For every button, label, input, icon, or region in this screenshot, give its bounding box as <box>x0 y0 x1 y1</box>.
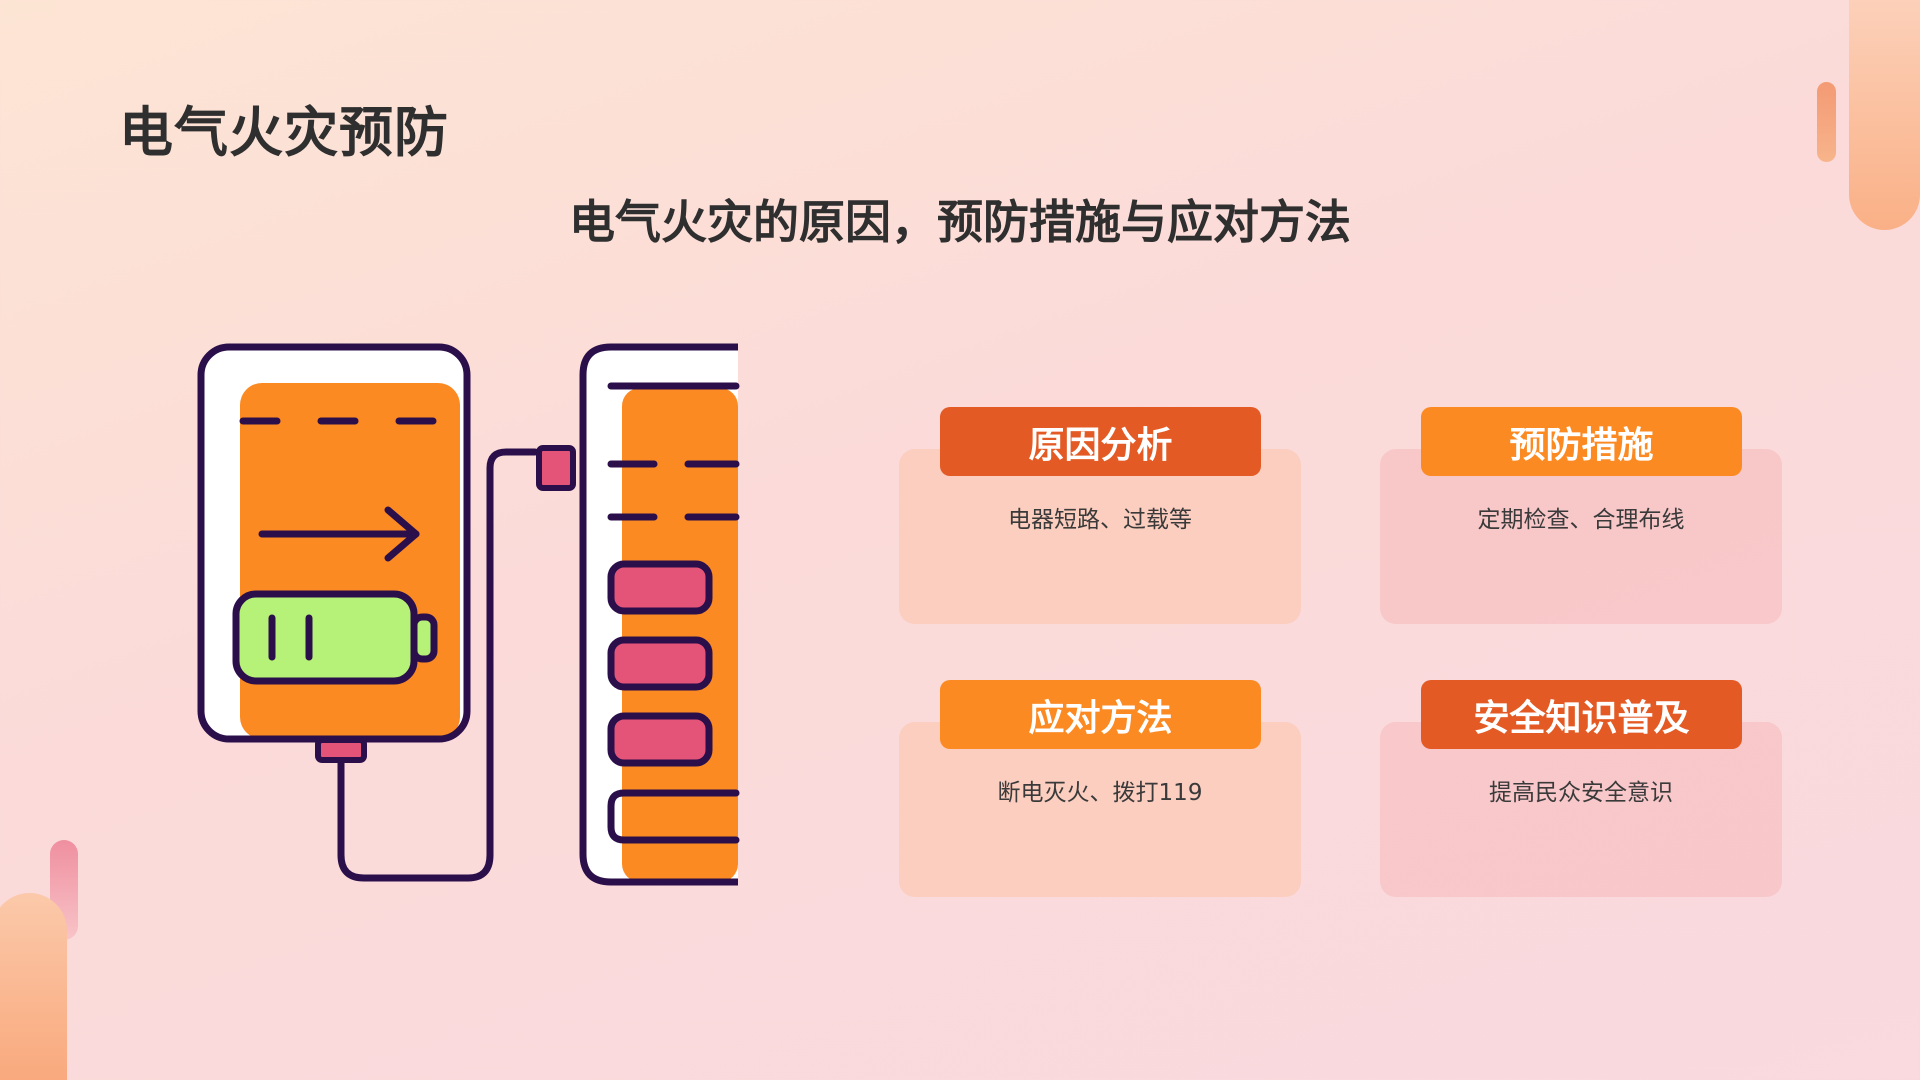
card-cause-analysis <box>899 449 1301 624</box>
page-subtitle: 电气火灾的原因，预防措施与应对方法 <box>569 195 1351 249</box>
page-title: 电气火灾预防 <box>119 101 449 164</box>
card-desc-response: 断电灭火、拨打119 <box>997 780 1203 806</box>
card-response <box>899 722 1301 897</box>
card-tag-cause-analysis: 原因分析 <box>940 407 1261 476</box>
card-tag-response: 应对方法 <box>940 680 1261 749</box>
card-tag-prevention: 预防措施 <box>1421 407 1742 476</box>
card-desc-cause-analysis: 电器短路、过载等 <box>1008 507 1192 533</box>
card-desc-safety-education: 提高民众安全意识 <box>1489 780 1673 806</box>
decorative-pill-bottom-left <box>0 893 67 1080</box>
power-bank-charging-icon <box>197 343 740 886</box>
card-prevention <box>1380 449 1782 624</box>
card-safety-education <box>1380 722 1782 897</box>
decorative-pill-top-right <box>1849 0 1920 230</box>
card-desc-prevention: 定期检查、合理布线 <box>1477 507 1685 533</box>
card-tag-safety-education: 安全知识普及 <box>1421 680 1742 749</box>
decorative-pill-top-right-small <box>1817 82 1836 162</box>
